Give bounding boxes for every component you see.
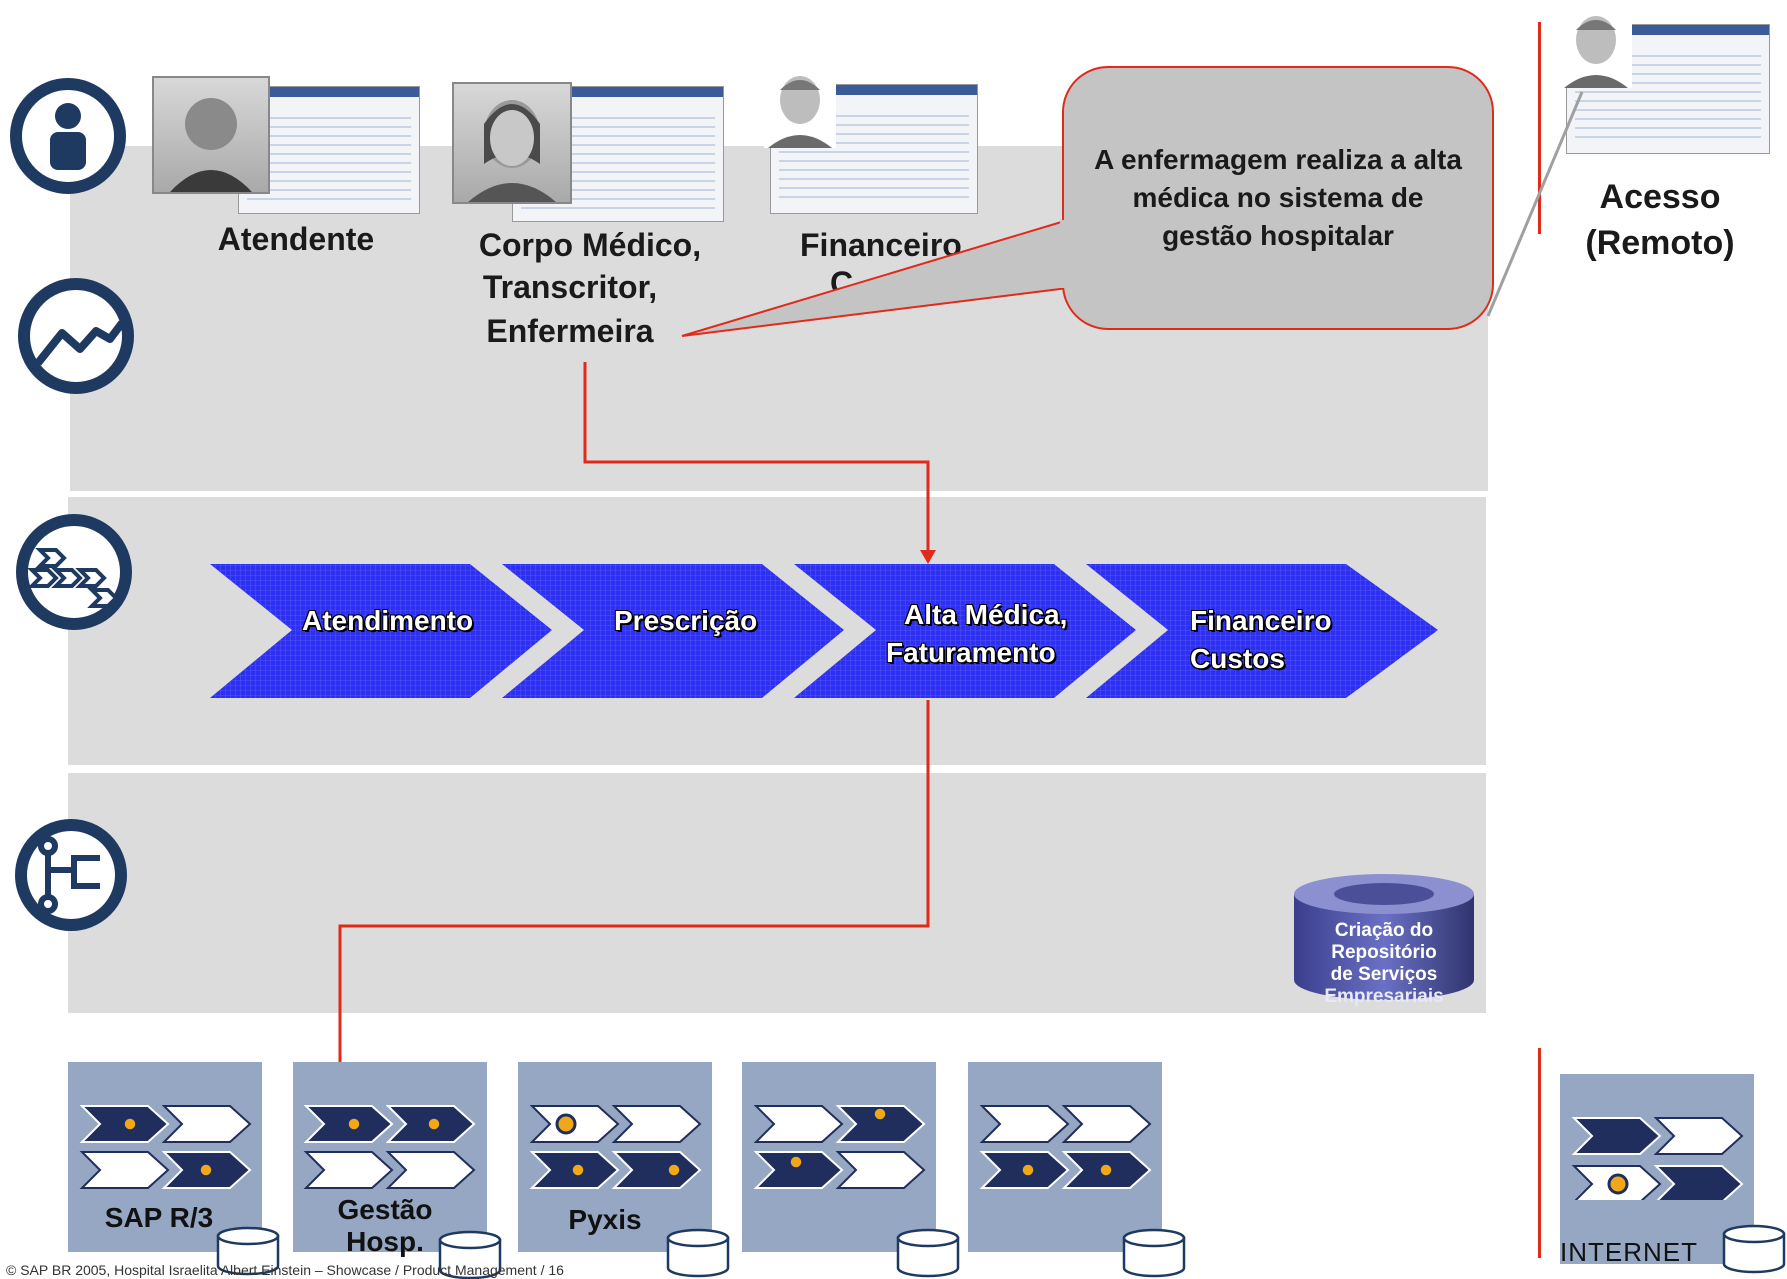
system-label-gestao-line1: Gestão	[337, 1194, 433, 1225]
internet-separator	[1538, 1048, 1541, 1258]
trend-chart-icon	[18, 278, 134, 394]
app-screenshot-financeiro	[770, 84, 978, 214]
role-medico-line2: Transcritor,	[482, 269, 658, 305]
app-screenshot-remote	[1566, 24, 1770, 154]
financeiro-photo	[764, 66, 836, 148]
chevron-atendimento	[210, 564, 552, 698]
step-atendimento: Atendimento	[302, 605, 474, 636]
system-label-sap: SAP R/3	[104, 1202, 214, 1233]
remote-separator-top	[1538, 22, 1541, 234]
medico-photo	[452, 82, 572, 204]
repository-label: Criação do Repositório de Serviços Empre…	[1324, 920, 1444, 1007]
role-atendente: Atendente	[217, 221, 375, 257]
step-financeiro-line2: Custos	[1190, 643, 1285, 674]
system-label-internet: INTERNET	[1560, 1237, 1698, 1267]
role-medico-line3: Enfermeira	[486, 313, 654, 349]
system-chevrons	[81, 1105, 1743, 1200]
process-chevrons	[210, 564, 1438, 698]
step-alta-medica-line1: Alta Médica,	[904, 599, 1068, 630]
database-icon-internet	[1722, 1224, 1786, 1274]
database-icon-pyxis	[666, 1228, 730, 1278]
callout-pointer-mask	[1060, 220, 1072, 288]
integration-band	[68, 773, 1486, 1013]
repository-cylinder-icon	[1294, 874, 1474, 1000]
remote-user-photo	[1560, 6, 1632, 88]
database-icon-4	[896, 1228, 960, 1278]
database-icon-5	[1122, 1228, 1186, 1278]
remote-access-label: Acesso(Remoto)	[1585, 178, 1735, 262]
system-label-gestao-line2: Hosp.	[346, 1226, 424, 1257]
step-prescricao: Prescrição	[614, 605, 758, 636]
chevron-alta-medica	[794, 564, 1136, 698]
role-medico-line1: Corpo Médico,	[478, 227, 702, 263]
integration-network-icon	[15, 819, 127, 931]
system-label-pyxis: Pyxis	[568, 1204, 642, 1235]
person-icon	[10, 78, 126, 194]
callout-bubble: A enfermagem realiza a alta médica no si…	[1062, 66, 1494, 330]
role-financeiro-line1: Financeiro	[800, 227, 962, 263]
step-financeiro-line1: Financeiro	[1190, 605, 1332, 636]
atendente-photo	[152, 76, 270, 194]
footer-copyright: © SAP BR 2005, Hospital Israelita Albert…	[6, 1262, 564, 1278]
process-flow-icon	[16, 514, 132, 630]
chevron-financeiro	[1086, 564, 1438, 698]
chevron-prescricao	[502, 564, 844, 698]
step-alta-medica-line2: Faturamento	[886, 637, 1056, 668]
